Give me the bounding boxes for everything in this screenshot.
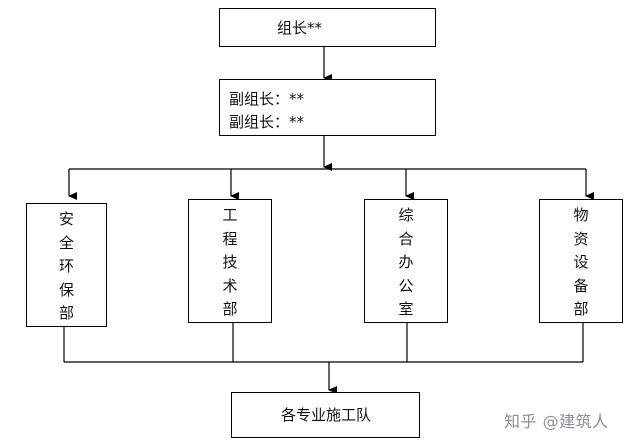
construction-teams-label: 各专业施工队 <box>281 406 372 424</box>
dept-label-materials: 物资设备部 <box>573 206 589 318</box>
deputy-label-2: 副组长：** <box>229 113 305 131</box>
dept-box-office: 综合办公室 <box>364 199 448 323</box>
dept-box-materials: 物资设备部 <box>539 199 623 323</box>
deputy-label-1: 副组长：** <box>229 90 305 108</box>
leader-label: 组长** <box>277 18 323 37</box>
leader-box: 组长** <box>219 8 436 47</box>
deputy-box: 副组长：** 副组长：** <box>219 79 436 136</box>
watermark: 知乎 @建筑人 <box>504 412 609 431</box>
dept-box-engineering: 工程技术部 <box>188 199 272 323</box>
construction-teams-box: 各专业施工队 <box>231 392 420 438</box>
dept-label-office: 综合办公室 <box>398 206 414 318</box>
dept-label-safety: 安全环保部 <box>58 210 74 322</box>
dept-label-engineering: 工程技术部 <box>222 206 238 318</box>
dept-box-safety: 安全环保部 <box>26 203 107 327</box>
